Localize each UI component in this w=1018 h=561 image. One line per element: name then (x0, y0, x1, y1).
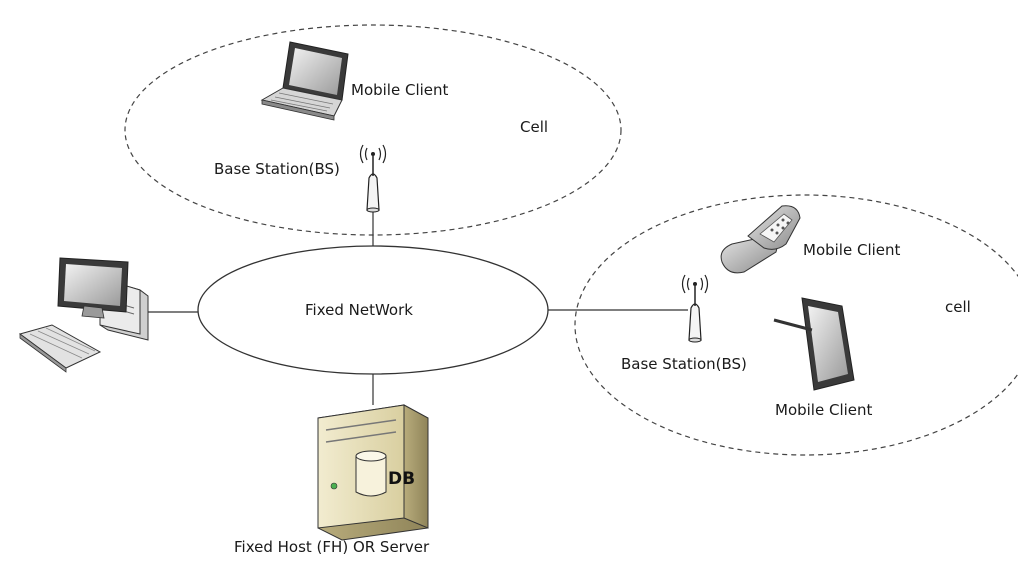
server-label: Fixed Host (FH) OR Server (234, 538, 430, 556)
antenna-icon (681, 274, 709, 343)
fixed-network-label: Fixed NetWork (305, 301, 413, 319)
tablet-icon (773, 297, 855, 391)
cell-right-boundary (574, 194, 1018, 456)
laptop-icon (260, 41, 349, 121)
server-icon: DB (317, 404, 429, 541)
flip-phone-icon (720, 205, 801, 274)
db-label: DB (388, 469, 415, 489)
cell-top-label: Cell (520, 118, 549, 136)
base-station-right-label: Base Station(BS) (621, 355, 747, 373)
antenna-icon (359, 144, 387, 213)
mobile-client-tablet-label: Mobile Client (775, 401, 873, 419)
desktop-computer-icon (18, 257, 149, 373)
cell-right-label: cell (945, 298, 971, 316)
mobile-client-laptop-label: Mobile Client (351, 81, 449, 99)
mobile-client-phone-label: Mobile Client (803, 241, 901, 259)
base-station-top-label: Base Station(BS) (214, 160, 340, 178)
fixed-network-ellipse (197, 245, 549, 375)
